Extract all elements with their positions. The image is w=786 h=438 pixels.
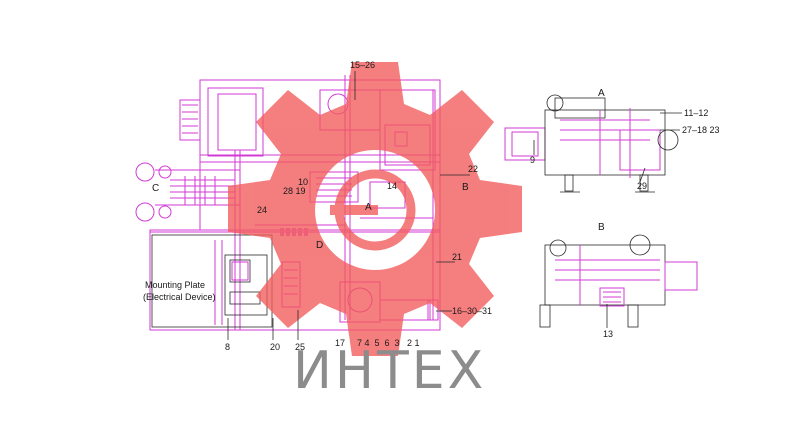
callout-13: 13	[603, 329, 613, 339]
view-letter-d-main: D	[316, 240, 323, 251]
watermark-text: ИНТЕХ	[293, 341, 486, 401]
detail-view-b	[539, 234, 698, 328]
view-letter-c-main: C	[152, 183, 159, 194]
callout-22: 22	[468, 164, 478, 174]
view-letter-b-detail: B	[598, 222, 605, 233]
leader-lines	[227, 71, 682, 340]
callout-7-4-5-6-3-2-1: 7 4 5 6 3 2 1	[357, 338, 420, 348]
view-letter-a-main: A	[365, 202, 372, 213]
detail-view-a	[504, 94, 679, 193]
mounting-plate-label-line2: (Electrical Device)	[143, 292, 216, 302]
mounting-plate-label-line1: Mounting Plate	[145, 280, 205, 290]
callout-21: 21	[452, 252, 462, 262]
callout-8: 8	[225, 342, 230, 352]
callout-14: 14	[387, 181, 397, 191]
view-letter-a-detail: A	[598, 88, 605, 99]
callout-29: 29	[637, 181, 647, 191]
callout-11-12: 11–12	[684, 108, 708, 118]
callout-17: 17	[335, 338, 345, 348]
view-letter-b-main: B	[462, 182, 469, 193]
callout-27-18-23: 27–18 23	[682, 125, 720, 135]
callout-9: 9	[530, 155, 535, 165]
callout-25: 25	[295, 342, 305, 352]
callout-28-19: 28 19	[283, 186, 306, 196]
callout-20: 20	[270, 342, 280, 352]
gear-watermark-icon	[228, 62, 522, 356]
callout-15-26: 15–26	[350, 60, 375, 70]
callout-24: 24	[257, 205, 267, 215]
callout-16-30-31: 16–30–31	[452, 306, 492, 316]
callout-10: 10	[298, 177, 308, 187]
